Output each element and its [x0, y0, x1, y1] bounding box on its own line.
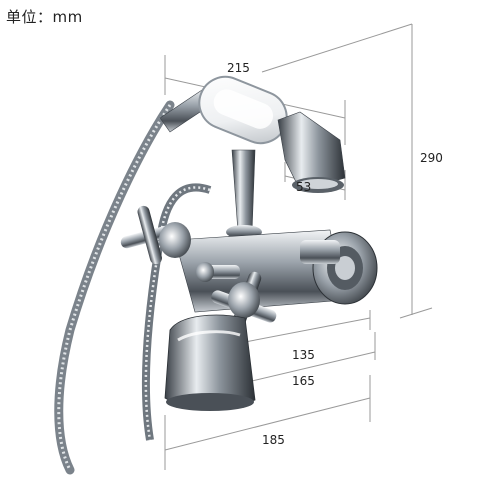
- dimension-label-height: 290: [420, 151, 443, 165]
- diverter-knob: [196, 262, 240, 282]
- dimension-label-handle-depth: 53: [296, 180, 312, 194]
- hand-shower: [159, 75, 346, 193]
- dimension-label-spout-outer: 185: [262, 433, 285, 447]
- shower-hose: [54, 100, 175, 475]
- dimension-label-spout-inner: 135: [292, 348, 315, 362]
- dimension-label-spout-mid: 165: [292, 374, 315, 388]
- dimension-label-width: 215: [227, 61, 250, 75]
- spout: [164, 314, 256, 411]
- left-cross-handle: [120, 205, 191, 265]
- unit-label: 单位：mm: [6, 8, 83, 26]
